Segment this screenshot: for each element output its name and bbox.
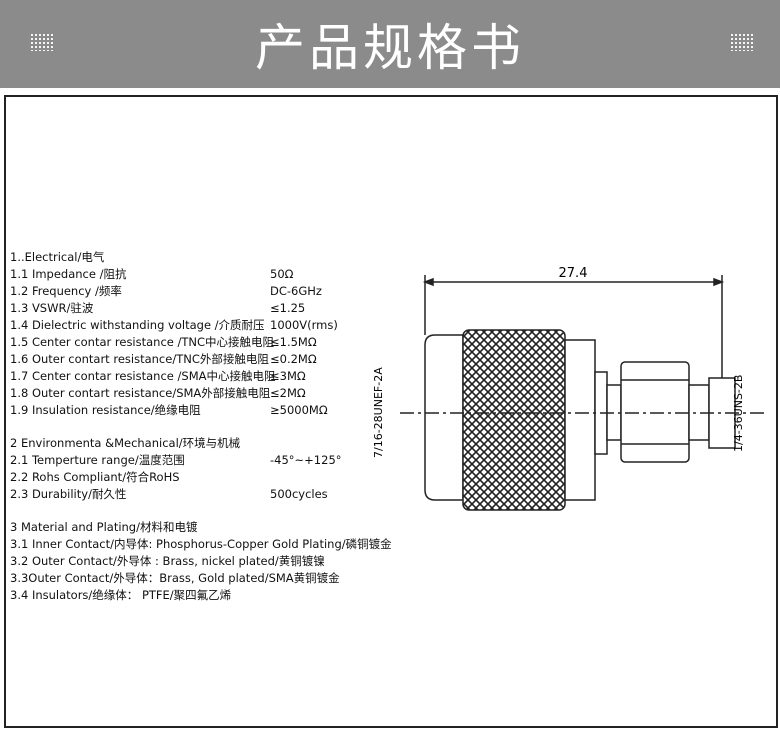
spec-row: 1.2 Frequency /频率 DC-6GHz xyxy=(10,283,322,300)
spec-label: 1.3 VSWR/驻波 xyxy=(10,301,94,315)
spec-row: 2.2 Rohs Compliant/符合RoHS xyxy=(10,469,240,486)
spec-value: 500cycles xyxy=(270,487,328,501)
spec-value: ≤0.2MΩ xyxy=(270,352,317,366)
dimension-label: 27.4 xyxy=(559,266,588,281)
environment-section: 2 Environmenta &Mechanical/环境与机械 2.1 Tem… xyxy=(10,435,342,503)
spec-label: 3.2 Outer Contact/外导体 : Brass, nickel pl… xyxy=(10,554,325,568)
spec-row: 1.5 Center contar resistance /TNC中心接触电阻≤… xyxy=(10,334,317,351)
right-thread-label: 1/4-36UNS-2B xyxy=(732,375,745,452)
spec-row: 1.7 Center contar resistance /SMA中心接触电阻≤… xyxy=(10,368,306,385)
spec-row: 1.6 Outer contart resistance/TNC外部接触电阻≤0… xyxy=(10,351,317,368)
spec-label: 2.1 Temperture range/温度范围 xyxy=(10,453,185,467)
spec-label: 2.3 Durability/耐久性 xyxy=(10,487,127,501)
spec-label: 1.8 Outer contart resistance/SMA外部接触电阻 xyxy=(10,386,271,400)
spec-label: 1.7 Center contar resistance /SMA中心接触电阻 xyxy=(10,369,276,383)
spec-row: 2.1 Temperture range/温度范围 -45°~+125° xyxy=(10,452,342,469)
spec-label: 3.4 Insulators/绝缘体： PTFE/聚四氟乙烯 xyxy=(10,588,232,602)
hex-nut xyxy=(620,361,690,463)
spec-value: -45°~+125° xyxy=(270,453,342,467)
spec-row: 1.1 Impedance /阻抗 50Ω xyxy=(10,266,293,283)
spec-row: 3.4 Insulators/绝缘体： PTFE/聚四氟乙烯 xyxy=(10,587,392,604)
left-thread-label: 7/16-28UNEF-2A xyxy=(372,367,385,458)
spec-label: 1.9 Insulation resistance/绝缘电阻 xyxy=(10,403,201,417)
spec-label: 1.6 Outer contart resistance/TNC外部接触电阻 xyxy=(10,352,269,366)
spec-label: 2.2 Rohs Compliant/符合RoHS xyxy=(10,470,180,484)
spec-row: 1.8 Outer contart resistance/SMA外部接触电阻≤2… xyxy=(10,385,306,402)
section-heading: 3 Material and Plating/材料和电镀 xyxy=(10,520,198,534)
spec-value: ≥5000MΩ xyxy=(270,403,328,417)
header-bar: 产品规格书 xyxy=(0,0,780,88)
material-section: 3 Material and Plating/材料和电镀 3.1 Inner C… xyxy=(10,519,392,604)
electrical-section: 1..Electrical/电气 1.1 Impedance /阻抗 50Ω 1.2… xyxy=(10,249,338,419)
knurled-nut xyxy=(462,329,566,511)
spec-row: 1.4 Dielectric withstanding voltage /介质耐… xyxy=(10,317,338,334)
spec-label: 3.1 Inner Contact/内导体: Phosphorus-Copper… xyxy=(10,537,392,551)
spec-value: 50Ω xyxy=(270,267,294,281)
section-heading: 1..Electrical/电气 xyxy=(10,250,105,264)
spec-value: ≤3MΩ xyxy=(270,369,306,383)
spec-value: DC-6GHz xyxy=(270,284,322,298)
section-heading: 2 Environmenta &Mechanical/环境与机械 xyxy=(10,436,241,450)
spec-label: 1.1 Impedance /阻抗 xyxy=(10,267,127,281)
spec-row: 2.3 Durability/耐久性 500cycles xyxy=(10,486,328,503)
spec-value: 1000V(rms) xyxy=(270,318,338,332)
spec-label: 1.2 Frequency /频率 xyxy=(10,284,122,298)
page-title: 产品规格书 xyxy=(255,19,525,77)
spec-row: 3.1 Inner Contact/内导体: Phosphorus-Copper… xyxy=(10,536,392,553)
spec-frame xyxy=(4,95,778,728)
spec-row: 1.3 VSWR/驻波 ≤1.25 xyxy=(10,300,305,317)
spec-label: 1.5 Center contar resistance /TNC中心接触电阻 xyxy=(10,335,275,349)
spec-label: 3.3Outer Contact/外导体：Brass, Gold plated/… xyxy=(10,571,340,585)
spec-row: 3.3Outer Contact/外导体：Brass, Gold plated/… xyxy=(10,570,392,587)
spec-value: ≤2MΩ xyxy=(270,386,306,400)
spec-value: ≤1.5MΩ xyxy=(270,335,317,349)
spec-label: 1.4 Dielectric withstanding voltage /介质耐… xyxy=(10,318,265,332)
spec-row: 3.2 Outer Contact/外导体 : Brass, nickel pl… xyxy=(10,553,392,570)
dots-icon-right xyxy=(730,33,754,51)
spec-row: 1.9 Insulation resistance/绝缘电阻 ≥5000MΩ xyxy=(10,402,328,419)
tnc-body xyxy=(424,334,464,501)
dots-icon-left xyxy=(30,33,54,51)
spec-value: ≤1.25 xyxy=(270,301,306,315)
